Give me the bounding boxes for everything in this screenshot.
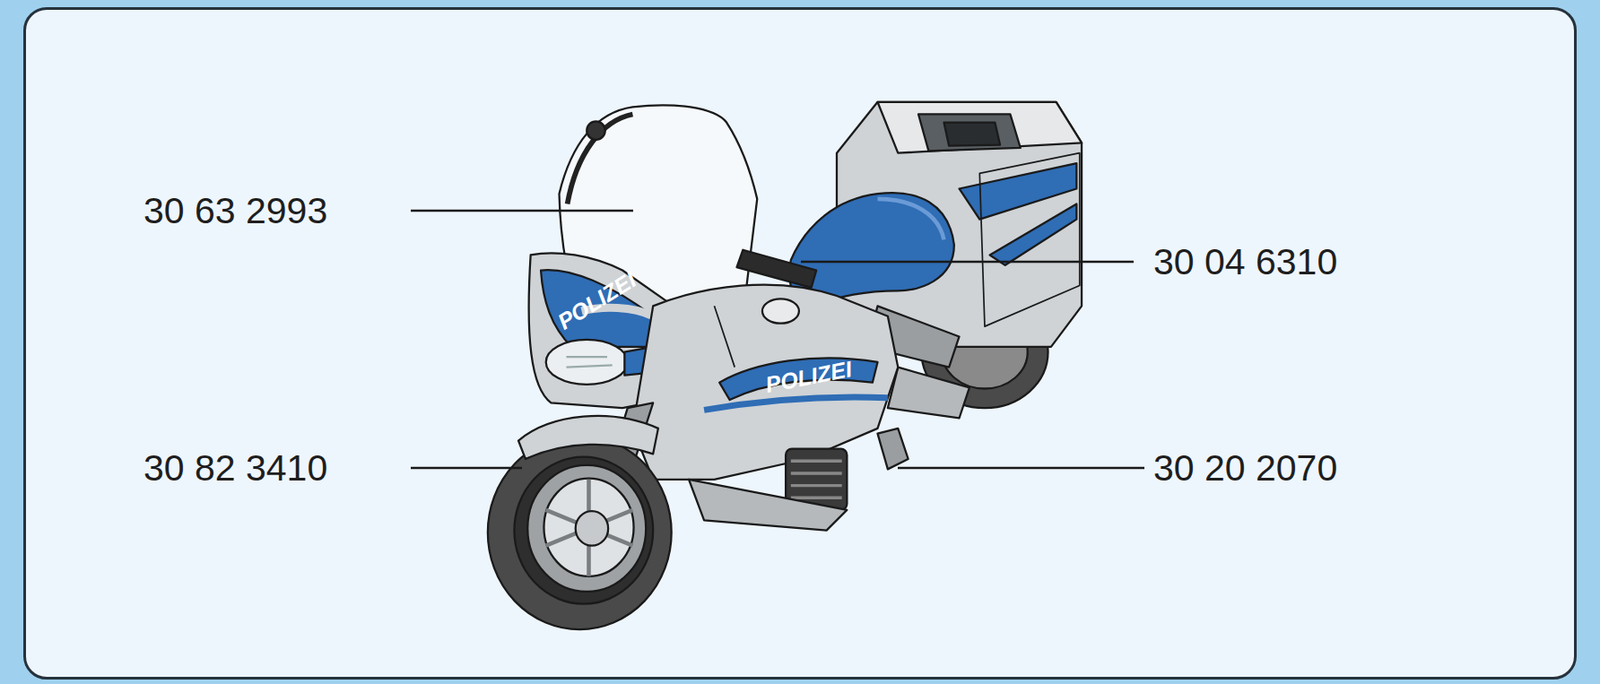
callout-number: 30 04 6310 — [1153, 243, 1338, 281]
callout-number: 30 20 2070 — [1153, 450, 1338, 487]
callout-number: 30 82 3410 — [143, 450, 328, 487]
callout-number: 30 63 2993 — [143, 192, 328, 230]
